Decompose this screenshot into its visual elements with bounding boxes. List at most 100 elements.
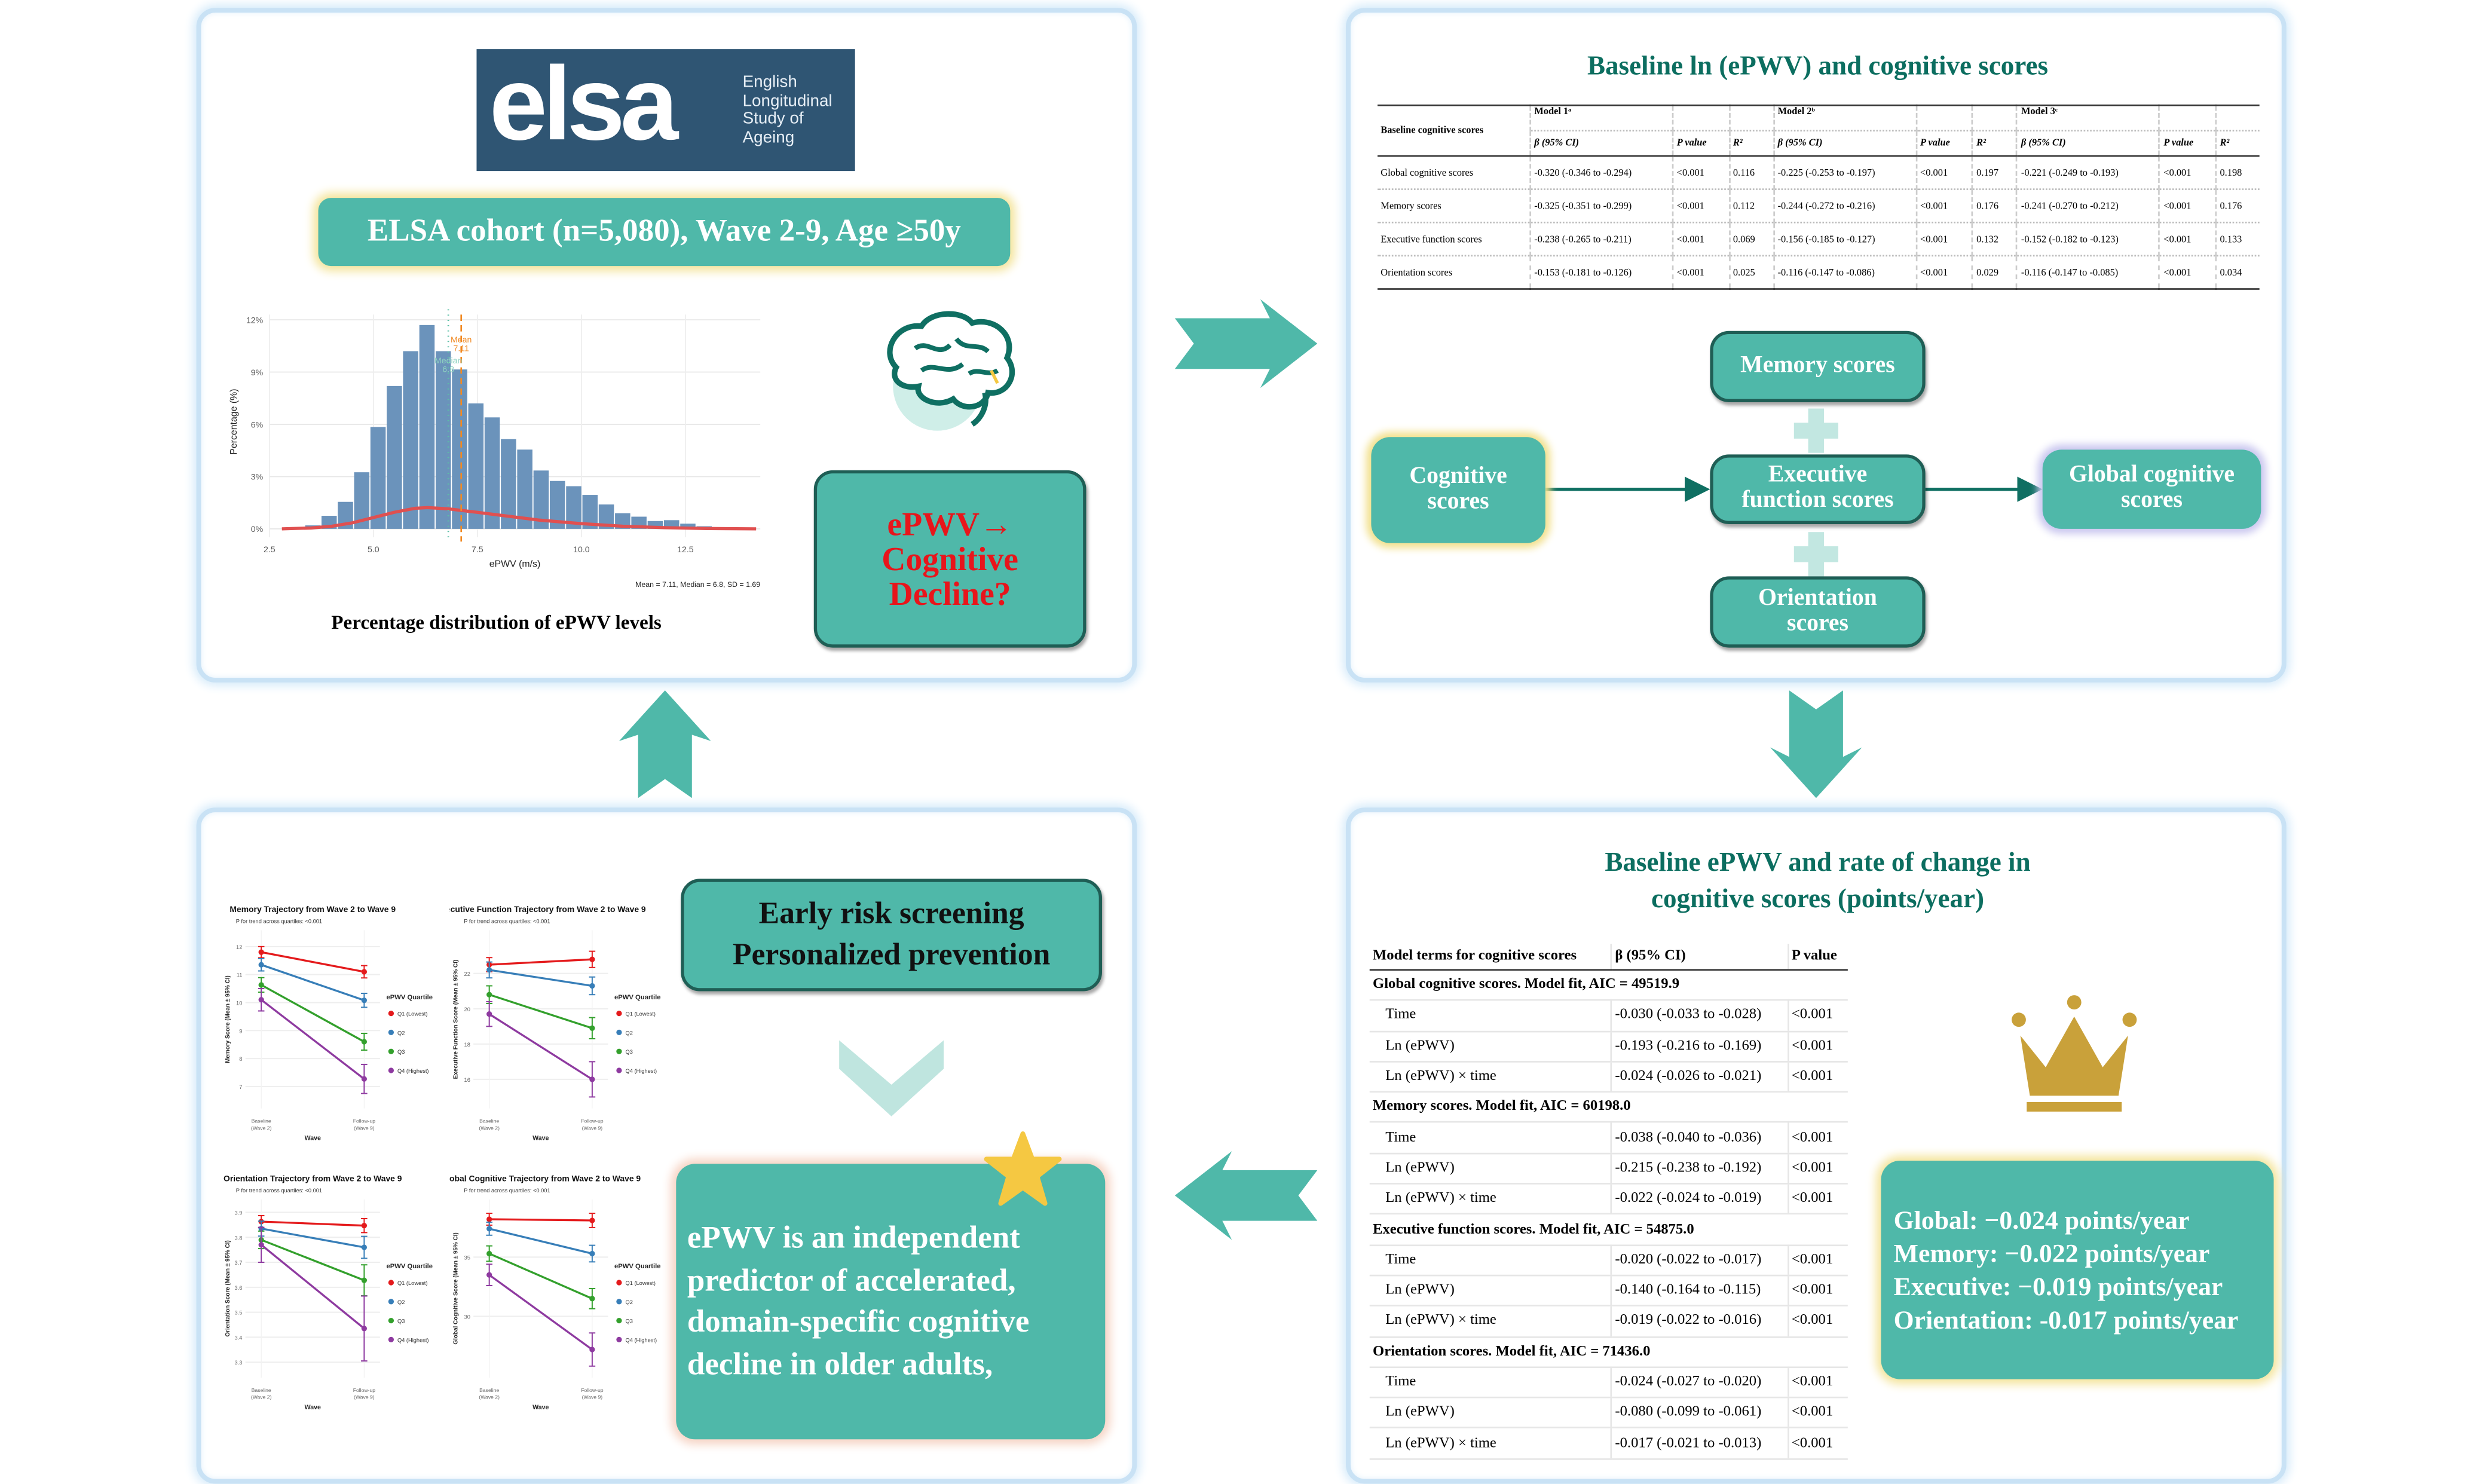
y-tick-label: 8 bbox=[239, 1056, 242, 1062]
y-tick-label: 3% bbox=[251, 472, 264, 482]
x-tick-label: (Wave 2) bbox=[479, 1125, 500, 1131]
empty-header bbox=[1672, 105, 1730, 131]
y-tick-label: 3.6 bbox=[234, 1285, 242, 1291]
mean-label: Mean bbox=[451, 335, 472, 344]
legend-title: ePWV Quartile bbox=[386, 1263, 433, 1270]
executive-label: Executive bbox=[1768, 463, 1868, 488]
table-row: Ln (ePWV) × time-0.024 (-0.026 to -0.021… bbox=[1369, 1061, 1848, 1093]
y-tick-label: 3.3 bbox=[234, 1360, 242, 1366]
x-tick-label: (Wave 9) bbox=[582, 1125, 603, 1131]
table-cell: -0.325 (-0.351 to -0.299) bbox=[1529, 189, 1673, 224]
table-cell: 0.112 bbox=[1728, 189, 1774, 224]
orientation-label: Orientation bbox=[1758, 585, 1877, 611]
table-cell: -0.140 (-0.164 to -0.115) bbox=[1610, 1275, 1788, 1307]
table-cell: <0.001 bbox=[2159, 222, 2216, 257]
data-point bbox=[361, 1076, 367, 1082]
data-point bbox=[486, 1226, 492, 1232]
group-row: Orientation scores. Model fit, AIC = 714… bbox=[1369, 1336, 1848, 1368]
legend-label: Q1 (Lowest) bbox=[626, 1280, 656, 1286]
chart-title: Executive Function Trajectory from Wave … bbox=[449, 904, 645, 914]
data-point bbox=[361, 1244, 367, 1250]
x-tick-label: Baseline bbox=[252, 1118, 271, 1124]
data-point bbox=[589, 956, 595, 962]
y-axis-label: Orientation Score (Mean ± 95% CI) bbox=[225, 1240, 231, 1336]
legend-label: Q4 (Highest) bbox=[397, 1337, 429, 1343]
empty-header bbox=[1972, 105, 2018, 131]
table-cell: -0.116 (-0.147 to -0.085) bbox=[2016, 255, 2160, 290]
global-trajectory-chart: Global Cognitive Trajectory from Wave 2 … bbox=[449, 1173, 660, 1411]
data-point bbox=[361, 1277, 367, 1283]
legend-title: ePWV Quartile bbox=[386, 994, 433, 1001]
table-cell: -0.019 (-0.022 to -0.016) bbox=[1610, 1306, 1788, 1338]
legend-label: Q1 (Lowest) bbox=[397, 1011, 427, 1017]
screening-line: Early risk screening bbox=[758, 896, 1024, 931]
subheader-cell: R² bbox=[1728, 130, 1774, 157]
summary-line: Memory: −0.022 points/year bbox=[1893, 1238, 2210, 1269]
screening-line: Personalized prevention bbox=[732, 938, 1051, 972]
table-cell: <0.001 bbox=[2159, 255, 2216, 290]
data-point bbox=[258, 962, 264, 968]
x-tick-label: Follow-up bbox=[581, 1118, 604, 1124]
median-value-label: 6.8 bbox=[442, 365, 454, 374]
table-cell: -0.156 (-0.185 to -0.127) bbox=[1773, 222, 1917, 257]
data-point bbox=[361, 998, 367, 1003]
table-row: Orientation scores-0.153 (-0.181 to -0.1… bbox=[1377, 255, 2260, 290]
table-cell: <0.001 bbox=[1672, 189, 1730, 224]
memory-scores-label: Memory scores bbox=[1740, 352, 1895, 378]
data-point bbox=[486, 967, 492, 973]
group-row: Global cognitive scores. Model fit, AIC … bbox=[1369, 969, 1848, 1002]
series-line bbox=[489, 993, 593, 1029]
row-header-cell: Baseline cognitive scores bbox=[1377, 105, 1531, 157]
y-tick-label: 3.8 bbox=[234, 1235, 242, 1241]
x-tick-label: Follow-up bbox=[353, 1387, 376, 1393]
x-tick-label: 5.0 bbox=[368, 544, 379, 554]
table-cell: Ln (ePWV) × time bbox=[1369, 1183, 1611, 1216]
empty-header bbox=[2215, 105, 2260, 131]
table-cell: <0.001 bbox=[1915, 222, 1973, 257]
y-tick-label: 10 bbox=[236, 1000, 242, 1006]
executive-label: function scores bbox=[1741, 488, 1894, 513]
x-tick-label: (Wave 2) bbox=[479, 1394, 500, 1400]
arrow-left-icon bbox=[1174, 1151, 1318, 1240]
y-tick-label: 6% bbox=[251, 420, 264, 429]
table-cell: 0.176 bbox=[1972, 189, 2018, 224]
y-tick-label: 3.5 bbox=[234, 1310, 242, 1316]
y-tick-label: 20 bbox=[464, 1006, 470, 1012]
table-cell: <0.001 bbox=[1786, 1244, 1848, 1277]
conclusion-line: decline in older adults, bbox=[687, 1347, 993, 1382]
table-row: Time-0.038 (-0.040 to -0.036)<0.001 bbox=[1369, 1122, 1848, 1154]
plus-icon bbox=[1793, 408, 1838, 453]
legend-label: Q2 bbox=[626, 1030, 633, 1036]
table-row: Time-0.020 (-0.022 to -0.017)<0.001 bbox=[1369, 1244, 1848, 1277]
empty-header bbox=[1728, 105, 1774, 131]
subheader-cell: R² bbox=[2215, 130, 2260, 157]
data-point bbox=[589, 1025, 595, 1031]
series-line bbox=[489, 1218, 592, 1222]
table-cell: Time bbox=[1369, 1244, 1611, 1277]
arrow-right-icon bbox=[1174, 299, 1318, 388]
mean-value-label: 7.11 bbox=[453, 344, 469, 353]
data-point bbox=[589, 1217, 595, 1223]
subheader-cell: P value bbox=[2159, 130, 2216, 157]
table-cell: Ln (ePWV) bbox=[1369, 1031, 1611, 1063]
table-cell: -0.215 (-0.238 to -0.192) bbox=[1610, 1153, 1788, 1185]
table-cell: -0.080 (-0.099 to -0.061) bbox=[1610, 1397, 1788, 1429]
table-cell: Ln (ePWV) bbox=[1369, 1153, 1611, 1185]
subheader-cell: R² bbox=[1972, 130, 2018, 157]
x-tick-label: Baseline bbox=[479, 1118, 499, 1124]
legend-swatch bbox=[388, 1299, 394, 1305]
table-cell: Ln (ePWV) bbox=[1369, 1275, 1611, 1307]
table-cell: -0.116 (-0.147 to -0.086) bbox=[1773, 255, 1917, 290]
table-cell: -0.225 (-0.253 to -0.197) bbox=[1773, 155, 1917, 190]
table-cell: -0.221 (-0.249 to -0.193) bbox=[2016, 155, 2160, 190]
data-point bbox=[361, 1326, 367, 1332]
legend-swatch bbox=[616, 1299, 622, 1305]
histogram-bar bbox=[680, 524, 696, 529]
question-line: ePWV→ bbox=[887, 504, 1013, 543]
